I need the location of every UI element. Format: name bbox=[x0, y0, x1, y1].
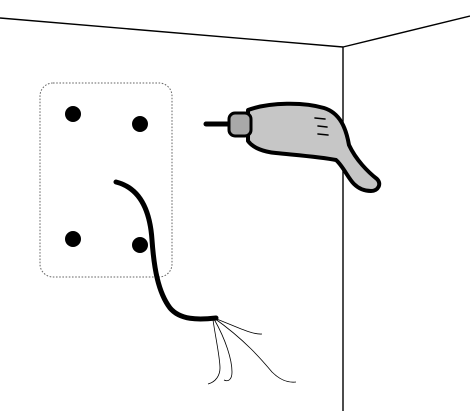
cable-wire-ends bbox=[208, 318, 296, 384]
drill-hole-top-left bbox=[65, 106, 81, 122]
drill-hole-marks bbox=[65, 106, 148, 253]
ceiling-edge-right bbox=[343, 16, 470, 47]
wire-strand bbox=[214, 319, 232, 381]
drill-chuck bbox=[229, 113, 251, 136]
wire-strand bbox=[214, 318, 262, 334]
drill-hole-bottom-right bbox=[132, 237, 148, 253]
cable bbox=[116, 182, 216, 319]
electric-drill bbox=[206, 104, 379, 191]
wall-corner bbox=[0, 16, 470, 411]
vent-line bbox=[318, 134, 328, 135]
ceiling-edge-left bbox=[0, 18, 343, 47]
drill-body bbox=[248, 104, 379, 191]
drill-hole-top-right bbox=[132, 116, 148, 132]
vent-line bbox=[318, 126, 327, 127]
drill-hole-bottom-left bbox=[65, 231, 81, 247]
vent-line bbox=[315, 118, 325, 119]
wire-strand bbox=[208, 320, 220, 384]
wire-strand bbox=[214, 318, 296, 382]
